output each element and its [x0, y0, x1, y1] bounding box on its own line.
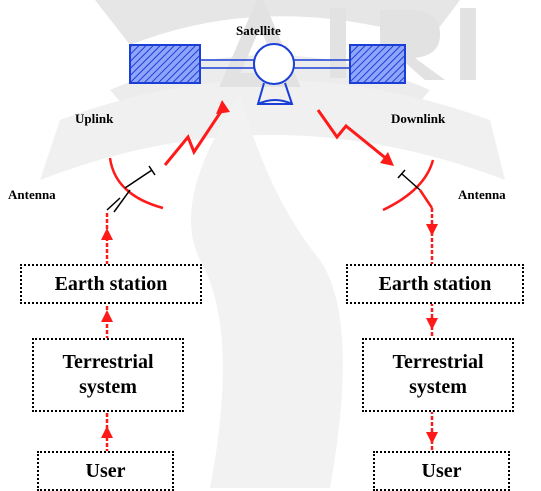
right-user-label: User: [421, 459, 462, 482]
left-terrestrial-system-box: Terrestrial system: [32, 338, 184, 412]
left-signal-chain: [101, 212, 113, 453]
satellite-body: [253, 43, 295, 85]
left-user-box: User: [37, 451, 174, 491]
right-antenna-label: Antenna: [458, 187, 506, 202]
left-antenna-label: Antenna: [8, 187, 56, 202]
uplink-label: Uplink: [75, 111, 114, 126]
left-terrestrial-line1: Terrestrial: [62, 351, 154, 373]
downlink-signal: [316, 109, 394, 166]
uplink-signal: [163, 100, 230, 166]
solar-panel-right: [349, 44, 406, 84]
right-terrestrial-system-box: Terrestrial system: [362, 338, 514, 412]
satellite: [129, 43, 406, 105]
right-earth-station-label: Earth station: [378, 272, 492, 295]
downlink-label: Downlink: [391, 111, 446, 126]
right-signal-chain: [426, 208, 438, 453]
satellite-label: Satellite: [236, 23, 281, 38]
left-terrestrial-line2: system: [79, 376, 137, 398]
right-terrestrial-line1: Terrestrial: [392, 351, 484, 373]
right-earth-station-box: Earth station: [346, 264, 524, 304]
right-antenna-dish: [382, 159, 435, 212]
left-antenna-dish: [106, 157, 164, 213]
right-user-box: User: [373, 451, 510, 491]
right-terrestrial-line2: system: [409, 376, 467, 398]
satellite-base: [256, 82, 294, 105]
left-user-label: User: [85, 459, 126, 482]
solar-panel-left: [129, 44, 201, 84]
left-earth-station-label: Earth station: [54, 272, 168, 295]
left-earth-station-box: Earth station: [20, 264, 202, 304]
